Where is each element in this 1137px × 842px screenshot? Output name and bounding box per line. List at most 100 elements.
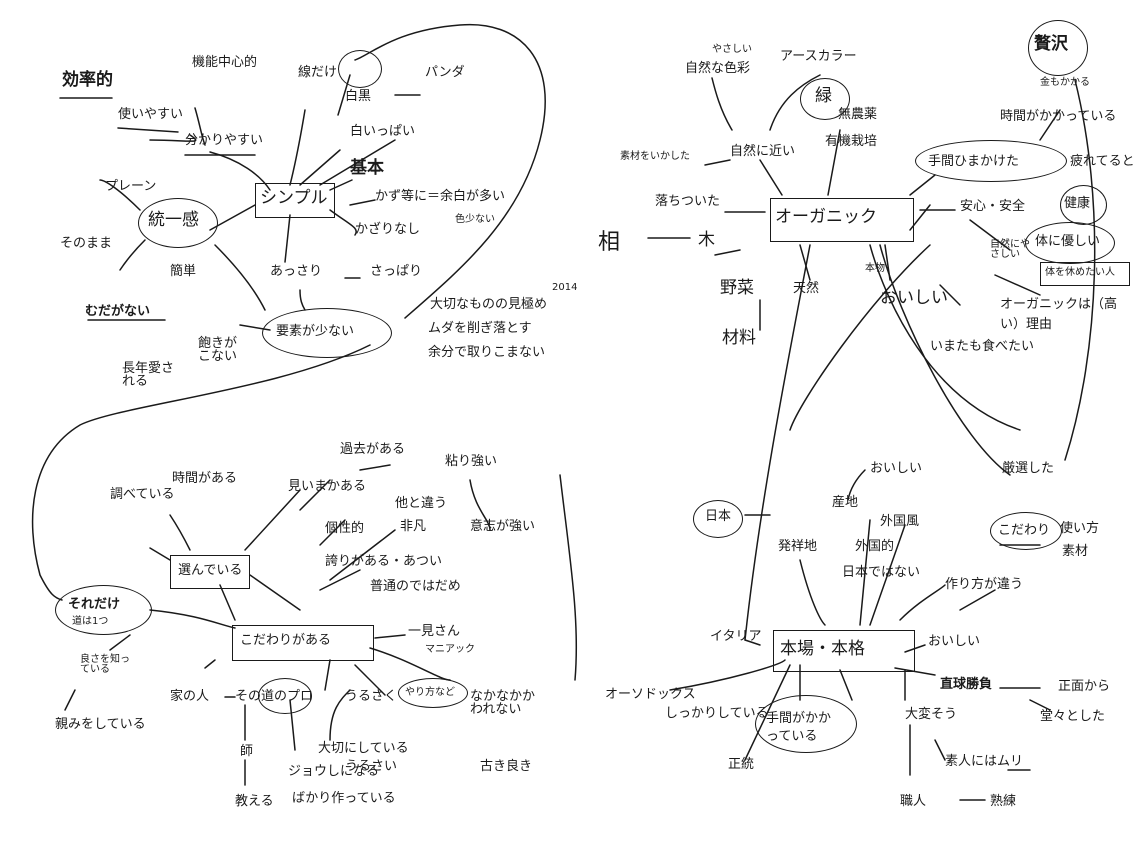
label-foreign-style: 外国風: [880, 514, 920, 529]
label-noisy2: うるさい: [345, 759, 398, 774]
label-year: 2014: [552, 282, 578, 293]
label-unity: 統一感: [148, 210, 199, 230]
node-effort-oval: [755, 695, 857, 753]
label-not-ordinary: 普通のではだめ: [370, 579, 461, 594]
label-efficient: 効率的: [62, 70, 113, 90]
label-fastidious: 厳選した: [1002, 461, 1055, 476]
node-chosen-box: [170, 555, 250, 589]
label-function-center: 機能中心的: [192, 55, 258, 70]
node-what-to-do-oval: [398, 678, 468, 708]
label-what-to-do: やり方など: [405, 687, 455, 698]
label-safety: 安心・安全: [960, 199, 1026, 214]
node-simple-box: [255, 183, 335, 218]
label-organic: オーガニック: [775, 207, 877, 227]
label-takes-time: 時間がかかっている: [1000, 109, 1117, 124]
label-tenacious: 粘り強い: [445, 454, 498, 469]
label-strong-will: 意志が強い: [470, 519, 536, 534]
label-phase: 相: [598, 230, 621, 255]
label-plain: プレーン: [105, 179, 157, 194]
label-close-to-nature: 自然に近い: [730, 144, 796, 159]
node-few-elements-oval: [262, 308, 392, 358]
label-material-use: 素材をいかした: [620, 151, 690, 162]
label-reason: オーガニックは（高い）理由: [1000, 297, 1118, 332]
label-pro: その道のプロ: [235, 689, 314, 704]
label-easy-to-use: 使いやすい: [118, 107, 184, 122]
label-amateur: 素人にはムリ: [945, 754, 1024, 769]
node-only-that-oval: [55, 585, 152, 635]
label-no-pesticide: 無農薬: [838, 107, 878, 122]
label-luxury: 贅沢: [1034, 34, 1068, 54]
label-knows-well: 親みをしている: [55, 717, 146, 732]
label-domestic: 発祥地: [778, 539, 818, 554]
label-pride: 誇りがある・あつい: [325, 554, 443, 569]
label-research: 調べている: [110, 487, 175, 502]
label-master: 師: [240, 744, 254, 759]
label-body-gentle: 体に優しい: [1035, 234, 1101, 249]
node-body-gentle-oval: [1025, 222, 1115, 264]
label-few-colors: 色少ない: [455, 214, 495, 225]
label-teach: 教える: [235, 794, 274, 809]
label-black-white: 白黒: [345, 89, 372, 104]
label-not-bored: 飽きがこない: [198, 336, 238, 364]
label-history: 過去がある: [340, 442, 406, 457]
label-path: 道は1つ: [72, 616, 109, 627]
label-ingredients: 材料: [722, 328, 756, 348]
label-eat-again: いまたも食べたい: [930, 339, 1035, 354]
label-refreshing: さっぱり: [370, 264, 423, 279]
label-authentic: 本場・本格: [780, 639, 865, 659]
label-effort: 手間ひまかけた: [928, 154, 1020, 169]
label-skilled: 熟練: [990, 794, 1017, 809]
label-only-that: それだけ: [68, 597, 121, 612]
node-japan-oval: [693, 500, 743, 538]
label-time: 時間がある: [172, 471, 238, 486]
label-simple: シンプル: [260, 188, 328, 208]
label-gentle: やさしい: [712, 44, 752, 55]
label-old-good: 古き良き: [480, 759, 533, 774]
node-green-oval: [800, 78, 850, 120]
label-simple-tool: 簡単: [170, 264, 197, 279]
label-craftsman: 職人: [900, 794, 927, 809]
label-always-doing: ばかり作っている: [292, 791, 396, 806]
node-organic-box: [770, 198, 914, 242]
label-rest-body: 体を休めたい人: [1045, 267, 1115, 278]
label-money: 金もかかる: [1040, 77, 1090, 88]
label-nature-gentle: 自然にやさしい: [990, 239, 1030, 260]
label-lots-of-white: 白いっぱい: [350, 124, 416, 139]
label-orderly-margin: かず等に＝余白が多い: [375, 189, 506, 204]
label-orthodox: オーソドックス: [605, 687, 696, 702]
label-home-person: 家の人: [170, 689, 210, 704]
label-delicious2: おいしい: [928, 634, 981, 649]
label-delicious: おいしい: [870, 461, 923, 476]
label-not-japan: 日本ではない: [842, 565, 921, 580]
label-particular: こだわりがある: [240, 633, 332, 648]
node-authentic-box: [773, 630, 915, 672]
label-fanatic: マニアック: [425, 644, 475, 655]
label-healthy: ジョウしになる: [288, 764, 380, 779]
label-noisy: うるさく: [345, 689, 398, 704]
label-extraordinary: 非凡: [400, 519, 427, 534]
node-particular-oval: [990, 512, 1062, 550]
label-green: 緑: [815, 86, 832, 106]
label-usage: 使い方: [1060, 521, 1100, 536]
label-genuine: 本物: [865, 263, 885, 274]
label-health: 健康: [1064, 196, 1091, 211]
label-important: 大切にしている: [318, 741, 409, 756]
label-no-waste: むだがない: [85, 304, 151, 319]
label-basic: 基本: [350, 158, 384, 178]
node-pro-oval: [258, 678, 312, 714]
label-tired: 疲れてると: [1070, 154, 1135, 169]
label-italy: イタリア: [710, 629, 762, 644]
label-tree: 木: [698, 230, 715, 250]
label-one-glance: 一見さん: [408, 624, 461, 639]
node-particular-box: [232, 625, 374, 661]
label-note-line1: 大切なものの見極め: [430, 297, 548, 312]
label-delicious: おいしい: [880, 288, 948, 308]
label-natural: 天然: [793, 281, 820, 296]
label-material: 素材: [1062, 544, 1089, 559]
label-no-decoration: かざりなし: [355, 222, 421, 237]
label-correct: 正統: [728, 757, 755, 772]
label-different-way: 作り方が違う: [945, 577, 1024, 592]
label-easy-to-understand: 分かりやすい: [185, 133, 264, 148]
label-straight: 正面から: [1058, 679, 1111, 694]
